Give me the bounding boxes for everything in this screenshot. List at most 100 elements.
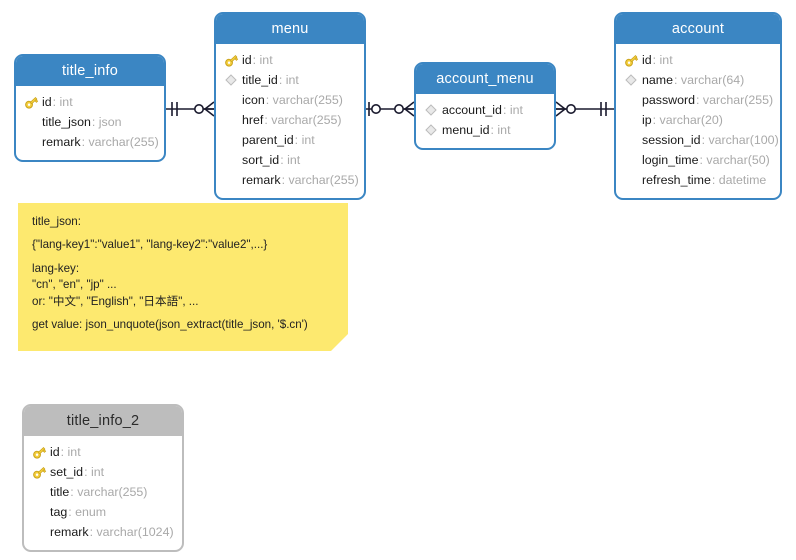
no-key-icon [22, 135, 40, 149]
field-row[interactable]: remark : varchar(255) [16, 132, 164, 152]
relationship-title_info-menu [166, 101, 215, 117]
no-key-icon [30, 505, 48, 519]
no-key-icon [622, 173, 640, 187]
field-type: : varchar(255) [264, 113, 342, 127]
foreign-key-diamond-icon [422, 103, 440, 117]
field-type: : int [490, 123, 511, 137]
field-row[interactable]: id : int [24, 442, 182, 462]
entity-table-account[interactable]: account id : int [614, 12, 782, 200]
no-key-icon [22, 115, 40, 129]
field-type: : int [278, 73, 299, 87]
note-line: or: "中文", "English", "日本語", ... [32, 294, 199, 308]
field-row[interactable]: refresh_time : datetime [616, 170, 780, 190]
field-row[interactable]: remark : varchar(1024) [24, 522, 182, 542]
field-type: : varchar(255) [81, 135, 159, 149]
field-type: : datetime [711, 173, 767, 187]
sticky-note-title-json[interactable]: title_json: {"lang-key1":"value1", "lang… [18, 203, 348, 351]
field-name: refresh_time [642, 173, 711, 187]
note-line: {"lang-key1":"value1", "lang-key2":"valu… [32, 238, 268, 252]
field-row[interactable]: login_time : varchar(50) [616, 150, 780, 170]
no-key-icon [622, 133, 640, 147]
field-row[interactable]: sort_id : int [216, 150, 364, 170]
field-row[interactable]: id : int [16, 92, 164, 112]
field-row[interactable]: title_id : int [216, 70, 364, 90]
field-row[interactable]: tag : enum [24, 502, 182, 522]
field-row[interactable]: title : varchar(255) [24, 482, 182, 502]
field-row[interactable]: parent_id : int [216, 130, 364, 150]
field-type: : varchar(255) [696, 93, 774, 107]
field-type: : json [91, 115, 122, 129]
field-type: : int [280, 153, 301, 167]
entity-fields-account_menu: account_id : int menu_id : int [416, 94, 554, 148]
field-row[interactable]: href : varchar(255) [216, 110, 364, 130]
field-name: icon [242, 93, 265, 107]
primary-key-icon [222, 53, 240, 67]
field-row[interactable]: icon : varchar(255) [216, 90, 364, 110]
field-name: ip [642, 113, 652, 127]
field-name: remark [50, 525, 89, 539]
field-row[interactable]: name : varchar(64) [616, 70, 780, 90]
entity-fields-title_info: id : int title_json : json remark : varc… [16, 86, 164, 160]
foreign-key-diamond-icon [622, 73, 640, 87]
no-key-icon [622, 93, 640, 107]
field-name: password [642, 93, 696, 107]
note-corner-fold-icon [331, 334, 348, 351]
entity-table-menu[interactable]: menu id : int [214, 12, 366, 200]
entity-table-title_info_2[interactable]: title_info_2 id : int [22, 404, 184, 552]
field-name: login_time [642, 153, 699, 167]
note-line: "cn", "en", "jp" ... [32, 278, 117, 292]
entity-fields-account: id : int name : varchar(64) password : v… [616, 44, 780, 198]
entity-table-account_menu[interactable]: account_menu account_id : int menu_id [414, 62, 556, 150]
entity-header-menu: menu [216, 14, 364, 44]
field-type: : varchar(1024) [89, 525, 174, 539]
field-row[interactable]: session_id : varchar(100) [616, 130, 780, 150]
field-type: : varchar(255) [265, 93, 343, 107]
field-row[interactable]: id : int [616, 50, 780, 70]
no-key-icon [622, 153, 640, 167]
entity-table-title_info[interactable]: title_info id : int [14, 54, 166, 162]
primary-key-icon [22, 95, 40, 109]
note-line: get value: json_unquote(json_extract(tit… [32, 318, 308, 332]
foreign-key-diamond-icon [422, 123, 440, 137]
field-type: : int [252, 53, 273, 67]
no-key-icon [30, 525, 48, 539]
entity-header-title_info: title_info [16, 56, 164, 86]
primary-key-icon [622, 53, 640, 67]
field-row[interactable]: menu_id : int [416, 120, 554, 140]
field-name: id [242, 53, 252, 67]
no-key-icon [222, 153, 240, 167]
no-key-icon [222, 133, 240, 147]
field-row[interactable]: set_id : int [24, 462, 182, 482]
entity-fields-title_info_2: id : int set_id : int [24, 436, 182, 550]
field-name: remark [42, 135, 81, 149]
field-type: : varchar(20) [652, 113, 723, 127]
field-row[interactable]: ip : varchar(20) [616, 110, 780, 130]
primary-key-icon [30, 445, 48, 459]
relationship-menu-account_menu [366, 101, 415, 117]
field-name: menu_id [442, 123, 490, 137]
field-name: account_id [442, 103, 502, 117]
field-type: : varchar(64) [674, 73, 745, 87]
no-key-icon [622, 113, 640, 127]
field-type: : varchar(100) [701, 133, 779, 147]
foreign-key-diamond-icon [222, 73, 240, 87]
note-line: lang-key: [32, 261, 80, 275]
field-name: session_id [642, 133, 701, 147]
field-type: : varchar(255) [281, 173, 359, 187]
field-name: title_json [42, 115, 91, 129]
field-name: title_id [242, 73, 278, 87]
no-key-icon [222, 173, 240, 187]
field-name: name [642, 73, 673, 87]
no-key-icon [222, 93, 240, 107]
field-name: title [50, 485, 70, 499]
field-row[interactable]: id : int [216, 50, 364, 70]
field-row[interactable]: remark : varchar(255) [216, 170, 364, 190]
field-row[interactable]: password : varchar(255) [616, 90, 780, 110]
field-type: : varchar(50) [699, 153, 770, 167]
field-name: set_id [50, 465, 84, 479]
field-name: sort_id [242, 153, 280, 167]
field-row[interactable]: title_json : json [16, 112, 164, 132]
field-name: parent_id [242, 133, 294, 147]
field-row[interactable]: account_id : int [416, 100, 554, 120]
